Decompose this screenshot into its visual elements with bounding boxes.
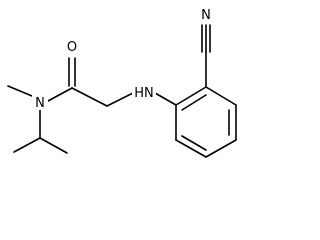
bond-nh-ring [154,92,177,106]
bond-ch-me2 [39,137,68,154]
structure-diagram: O N HN N [7,8,237,158]
ring-bond-5 [175,139,207,158]
nitrile-nitrogen-label: N [201,8,211,23]
ring-double-1 [181,94,207,111]
bond-ch2-nh [106,92,134,107]
oxygen-label: O [67,40,77,55]
bond-c-n-amide [47,87,73,102]
amide-nitrogen-label: N [35,96,45,111]
ring-double-3 [181,135,207,151]
amine-label: HN [134,86,154,101]
ring-bond-4 [205,139,237,158]
bonds [7,24,237,158]
ring-bond-2 [205,86,237,106]
ring-bond-1 [175,86,207,106]
bond-c-ch2 [71,87,108,107]
bond-n-methyl [7,85,33,97]
bond-ch-me1 [13,137,41,153]
atom-labels: O N HN N [32,8,211,111]
